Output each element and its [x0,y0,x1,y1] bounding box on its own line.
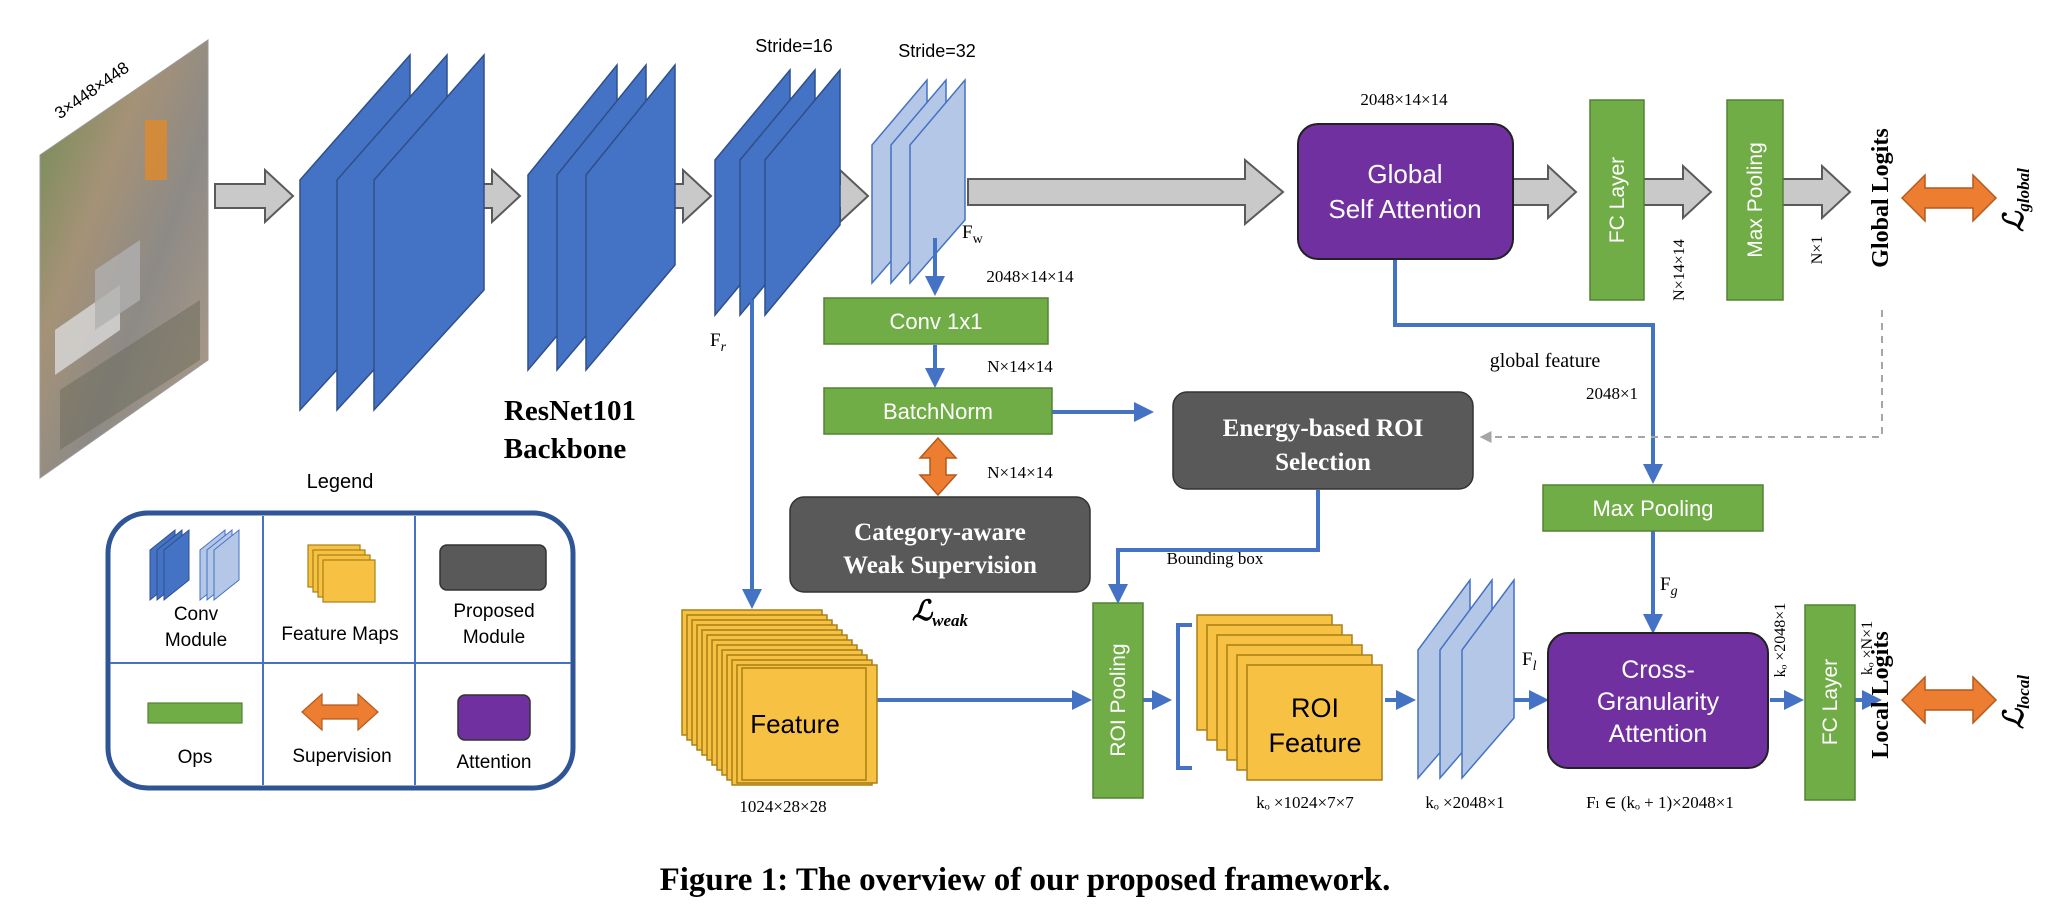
svg-text:Max Pooling: Max Pooling [1744,142,1767,258]
flow-arrow [214,167,295,225]
svg-text:Category-aware: Category-aware [854,519,1026,546]
fl-label: Fl [1522,649,1537,674]
svg-text:BatchNorm: BatchNorm [883,399,993,424]
legend-proposed-line2: Module [463,627,525,648]
resnet-stage-4-stride32 [871,77,966,285]
bounding-box-label: Bounding box [1167,549,1264,568]
max-pooling-global-op: Max Pooling [1726,99,1784,301]
stride32-label: Stride=32 [898,41,976,61]
legend-feature-maps-icon [307,544,376,603]
flow-arrow [967,157,1285,227]
flow-arrow [1779,163,1852,221]
resnet-stage-2 [527,62,676,373]
svg-text:Self Attention: Self Attention [1328,194,1481,224]
input-image [39,39,209,479]
svg-text:Cross-: Cross- [1621,656,1695,684]
stride16-label: Stride=16 [755,36,833,56]
maxpool-global-dim: N×1 [1809,236,1826,265]
fc-local-dim: kₒ ×N×1 [1859,621,1876,675]
fc-global-dim: N×14×14 [1671,239,1688,301]
svg-text:Weak Supervision: Weak Supervision [843,552,1037,579]
global-logits-dashed-line [1479,310,1883,443]
fgl-dim: Fₗ ∈ (kₒ + 1)×2048×1 [1586,793,1734,812]
conv1x1-op: Conv 1x1 [823,297,1049,345]
svg-text:FC Layer: FC Layer [1819,659,1842,745]
legend-supervision: Supervision [292,746,391,767]
energy-roi-selection-module: Energy-based ROI Selection [1172,391,1474,490]
svg-text:Global: Global [1367,159,1442,189]
flow-arrow [1507,163,1578,221]
weak-supervision-arrow [918,436,958,497]
cga-out-dim: kₒ ×2048×1 [1772,603,1789,678]
svg-text:ROI Pooling: ROI Pooling [1107,643,1130,756]
energy-to-roipool-line [1108,490,1320,604]
bn-out-dim: N×14×14 [987,463,1053,482]
legend-proposed-line1: Proposed [453,601,534,622]
roi-feature-label-line1: ROI [1291,693,1339,723]
svg-text:Selection: Selection [1275,449,1371,476]
backbone-title-line2: Backbone [504,433,627,465]
roi-feature-dim: kₒ ×1024×7×7 [1256,793,1354,812]
weak-supervision-module: Category-aware Weak Supervision [789,496,1091,593]
roi-bracket [1176,623,1192,770]
resnet-stage-1 [299,53,485,412]
legend-proposed-icon [439,544,547,591]
legend-supervision-icon [301,692,379,732]
flow-arrow [1642,163,1713,221]
conv-out-dim: N×14×14 [987,357,1053,376]
fl-feature-blocks [1417,577,1515,781]
local-supervision-arrow [1900,675,1998,725]
legend-feature-maps: Feature Maps [281,624,398,645]
global-loss-label: ℒglobal [1999,168,2033,232]
global-feature-dim: 2048×1 [1586,384,1638,403]
cross-granularity-attention-module: Cross- Granularity Attention [1547,632,1769,769]
gsa-input-dim: 2048×14×14 [1360,90,1448,109]
legend-conv-icon [149,528,240,602]
legend-attention-icon [457,694,531,741]
fc-layer-local-op: FC Layer [1804,604,1856,801]
roi-feature-label-line2: Feature [1268,728,1361,758]
fl-dim: kₒ ×2048×1 [1425,793,1504,812]
legend-conv-line2: Module [165,630,227,651]
stride32-out-dim: 2048×14×14 [986,267,1074,286]
legend-attention: Attention [457,752,532,773]
feature-label: Feature [750,709,840,739]
fc-layer-global-op: FC Layer [1589,99,1645,301]
weak-loss-label: ℒweak [912,596,969,630]
resnet-stage-3-stride16 [714,67,841,318]
global-self-attention-module: Global Self Attention [1297,123,1514,260]
gsa-to-maxpool-line [1393,260,1663,484]
feature-map-dim: 1024×28×28 [739,797,826,816]
fr-label: Fr [710,330,727,355]
roi-pooling-op: ROI Pooling [1092,602,1144,799]
global-supervision-arrow [1900,173,1998,223]
global-logits-label: Global Logits [1868,128,1894,267]
svg-text:Max Pooling: Max Pooling [1592,496,1713,521]
connector-lines [742,238,1882,770]
fg-label: Fg [1660,574,1678,599]
roi-feature-stack [1196,614,1383,781]
svg-text:Attention: Attention [1609,720,1708,748]
batchnorm-op: BatchNorm [823,387,1053,435]
legend-title: Legend [307,471,374,493]
svg-text:Energy-based ROI: Energy-based ROI [1223,415,1424,442]
local-logits-label: Local Logits [1868,631,1894,758]
fw-label: Fw [962,222,984,247]
legend-conv-line1: Conv [174,604,219,625]
svg-text:Granularity: Granularity [1597,688,1720,716]
svg-text:FC Layer: FC Layer [1606,157,1629,243]
feature-map-stack [681,609,878,786]
supervision-arrows [918,173,1998,725]
global-feature-label: global feature [1490,350,1601,372]
flow-arrows [214,157,1852,227]
max-pooling-local-op: Max Pooling [1542,484,1764,532]
legend-ops: Ops [178,747,213,768]
local-loss-label: ℒlocal [1999,675,2033,729]
svg-text:Conv 1x1: Conv 1x1 [890,309,983,334]
legend-ops-icon [147,702,243,724]
figure-caption: Figure 1: The overview of our proposed f… [660,862,1391,898]
backbone-title-line1: ResNet101 [504,395,636,427]
